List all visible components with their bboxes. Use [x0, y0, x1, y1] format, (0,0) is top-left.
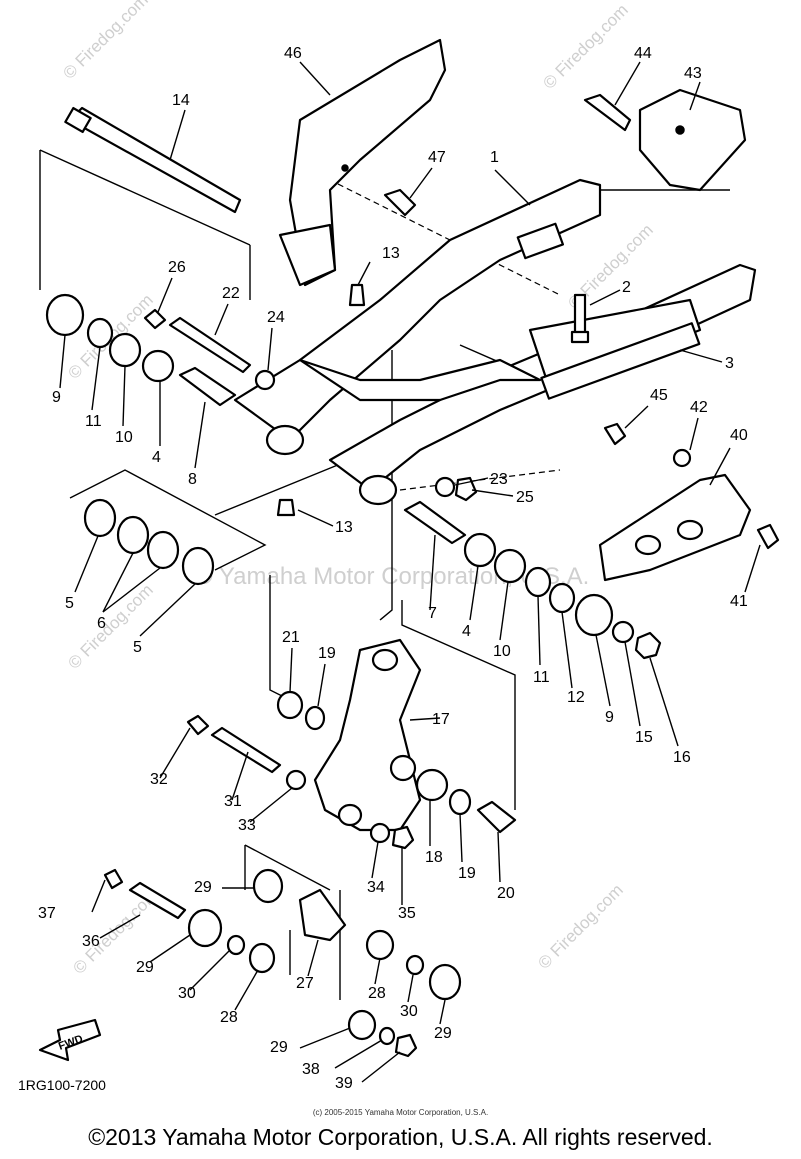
callout-26: 26: [168, 259, 186, 276]
callout-16: 16: [673, 749, 691, 766]
callout-29: 29: [194, 879, 212, 896]
callout-11: 11: [85, 413, 102, 430]
callout-18: 18: [425, 849, 443, 866]
callout-24: 24: [267, 309, 285, 326]
callout-9: 9: [52, 389, 61, 406]
callout-27: 27: [296, 975, 314, 992]
callout-leaders: [59, 61, 761, 1083]
callout-29: 29: [270, 1039, 288, 1056]
callout-46: 46: [284, 45, 302, 62]
callout-29: 29: [434, 1025, 452, 1042]
chain-guide: [278, 38, 447, 287]
watermark-firedog: © Firedog.com: [539, 0, 631, 92]
callout-10: 10: [493, 643, 511, 660]
callout-30: 30: [400, 1003, 418, 1020]
callout-8: 8: [188, 471, 197, 488]
callout-40: 40: [730, 427, 748, 444]
collar-seal-upper: [276, 690, 326, 731]
callout-13: 13: [335, 519, 353, 536]
watermark-firedog: © Firedog.com: [64, 580, 156, 672]
callout-21: 21: [282, 629, 300, 646]
callout-37: 37: [38, 905, 56, 922]
callout-4: 4: [462, 623, 471, 640]
bolt-assembly-22: [143, 308, 276, 391]
callout-42: 42: [690, 399, 708, 416]
bolt-47: [383, 188, 417, 217]
bolt-44: [583, 93, 632, 132]
callout-36: 36: [82, 933, 100, 950]
callout-23: 23: [490, 471, 508, 488]
callout-labels: 1 2 3 4 4 5 5 6 7 8 9 9 10 10 11 11 12 1…: [38, 45, 748, 1092]
bolt-assembly-31: [186, 714, 307, 791]
bolt-2: [570, 293, 590, 344]
right-bearing-set: [403, 500, 662, 660]
callout-32: 32: [150, 771, 168, 788]
callout-25: 25: [516, 489, 534, 506]
relay-arm: [313, 638, 422, 832]
callout-39: 39: [335, 1075, 353, 1092]
callout-43: 43: [684, 65, 702, 82]
callout-5: 5: [65, 595, 74, 612]
callout-20: 20: [497, 885, 515, 902]
callout-4: 4: [152, 449, 161, 466]
seal-set: [83, 498, 215, 586]
callout-44: 44: [634, 45, 652, 62]
copyright-main: ©2013 Yamaha Motor Corporation, U.S.A. A…: [88, 1124, 713, 1150]
watermark-firedog: © Firedog.com: [534, 880, 626, 972]
callout-47: 47: [428, 149, 446, 166]
callout-19: 19: [458, 865, 476, 882]
washer-nut-34-35: [369, 822, 415, 850]
connecting-rod-assembly: [103, 868, 462, 1058]
diagram-code: 1RG100-7200: [18, 1077, 106, 1093]
callout-28: 28: [368, 985, 386, 1002]
callout-11: 11: [533, 669, 550, 686]
callout-3: 3: [725, 355, 734, 372]
callout-29: 29: [136, 959, 154, 976]
callout-6: 6: [97, 615, 106, 632]
callout-2: 2: [622, 279, 631, 296]
callout-31: 31: [224, 793, 242, 810]
callout-38: 38: [302, 1061, 320, 1078]
collar-seal-lower: [415, 768, 517, 834]
callout-34: 34: [367, 879, 385, 896]
callout-41: 41: [730, 593, 748, 610]
callout-22: 22: [222, 285, 240, 302]
callout-13: 13: [382, 245, 400, 262]
chain-guide-rear: [638, 88, 747, 192]
callout-28: 28: [220, 1009, 238, 1026]
fwd-arrow-icon: FWD: [38, 1018, 102, 1062]
callout-1: 1: [490, 149, 499, 166]
callout-12: 12: [567, 689, 585, 706]
callout-5: 5: [133, 639, 142, 656]
callout-19: 19: [318, 645, 336, 662]
callout-35: 35: [398, 905, 416, 922]
watermark-firedog: © Firedog.com: [59, 0, 151, 83]
copyright-small: (c) 2005-2015 Yamaha Motor Corporation, …: [312, 1108, 489, 1117]
callout-10: 10: [115, 429, 133, 446]
callout-14: 14: [172, 92, 190, 109]
chain-tensioner: [598, 422, 780, 582]
callout-45: 45: [650, 387, 668, 404]
callout-17: 17: [432, 711, 450, 728]
callout-9: 9: [605, 709, 614, 726]
pivot-shaft: [64, 106, 242, 214]
callout-15: 15: [635, 729, 653, 746]
callout-7: 7: [428, 605, 437, 622]
chain-adjuster-plate: [540, 322, 701, 400]
